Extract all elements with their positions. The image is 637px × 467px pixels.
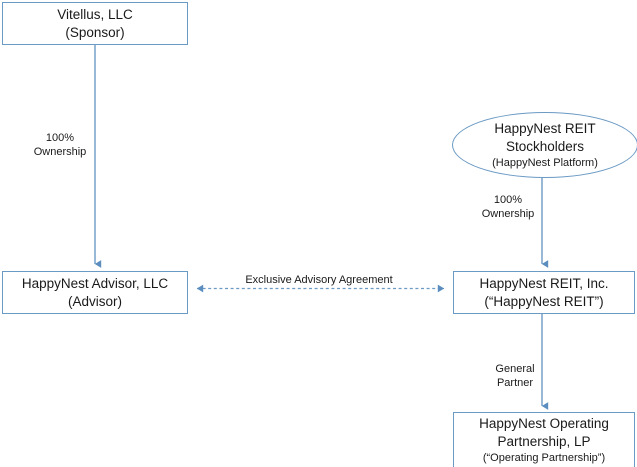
node-operating-partnership-line2: Partnership, LP — [497, 433, 591, 449]
node-sponsor-line2: (Sponsor) — [65, 24, 125, 40]
node-sponsor: Vitellus, LLC (Sponsor) — [2, 2, 188, 45]
node-stockholders: HappyNest REIT Stockholders (HappyNest P… — [452, 112, 637, 178]
node-advisor-line1: HappyNest Advisor, LLC — [21, 275, 169, 291]
node-operating-partnership: HappyNest Operating Partnership, LP (“Op… — [453, 412, 635, 467]
edge-label-stockholders-ownership-line1: 100% — [493, 194, 523, 206]
edge-label-sponsor-ownership: 100% Ownership — [20, 131, 100, 159]
node-reit: HappyNest REIT, Inc. (“HappyNest REIT”) — [453, 271, 635, 314]
node-stockholders-line1: HappyNest REIT — [494, 120, 596, 136]
node-operating-partnership-line3: (“Operating Partnership”) — [482, 451, 606, 464]
node-stockholders-line2: Stockholders — [505, 138, 585, 154]
edge-label-stockholders-ownership: 100% Ownership — [468, 193, 548, 221]
node-advisor: HappyNest Advisor, LLC (Advisor) — [2, 271, 188, 314]
edge-label-general-partner: General Partner — [475, 362, 555, 390]
edge-label-advisory-agreement-line1: Exclusive Advisory Agreement — [245, 274, 393, 286]
edge-label-sponsor-ownership-line2: Ownership — [33, 146, 87, 158]
edge-label-advisory-agreement: Exclusive Advisory Agreement — [219, 273, 419, 287]
edge-label-general-partner-line2: Partner — [496, 377, 534, 389]
node-sponsor-line1: Vitellus, LLC — [57, 6, 133, 22]
edge-label-general-partner-line1: General — [495, 363, 535, 375]
edge-label-sponsor-ownership-line1: 100% — [45, 132, 75, 144]
node-reit-line1: HappyNest REIT, Inc. — [479, 275, 609, 291]
node-operating-partnership-line1: HappyNest Operating — [479, 415, 609, 431]
node-advisor-line2: (Advisor) — [67, 293, 122, 309]
node-reit-line2: (“HappyNest REIT”) — [484, 293, 604, 309]
edge-label-stockholders-ownership-line2: Ownership — [481, 208, 535, 220]
node-stockholders-line3: (HappyNest Platform) — [492, 156, 598, 169]
